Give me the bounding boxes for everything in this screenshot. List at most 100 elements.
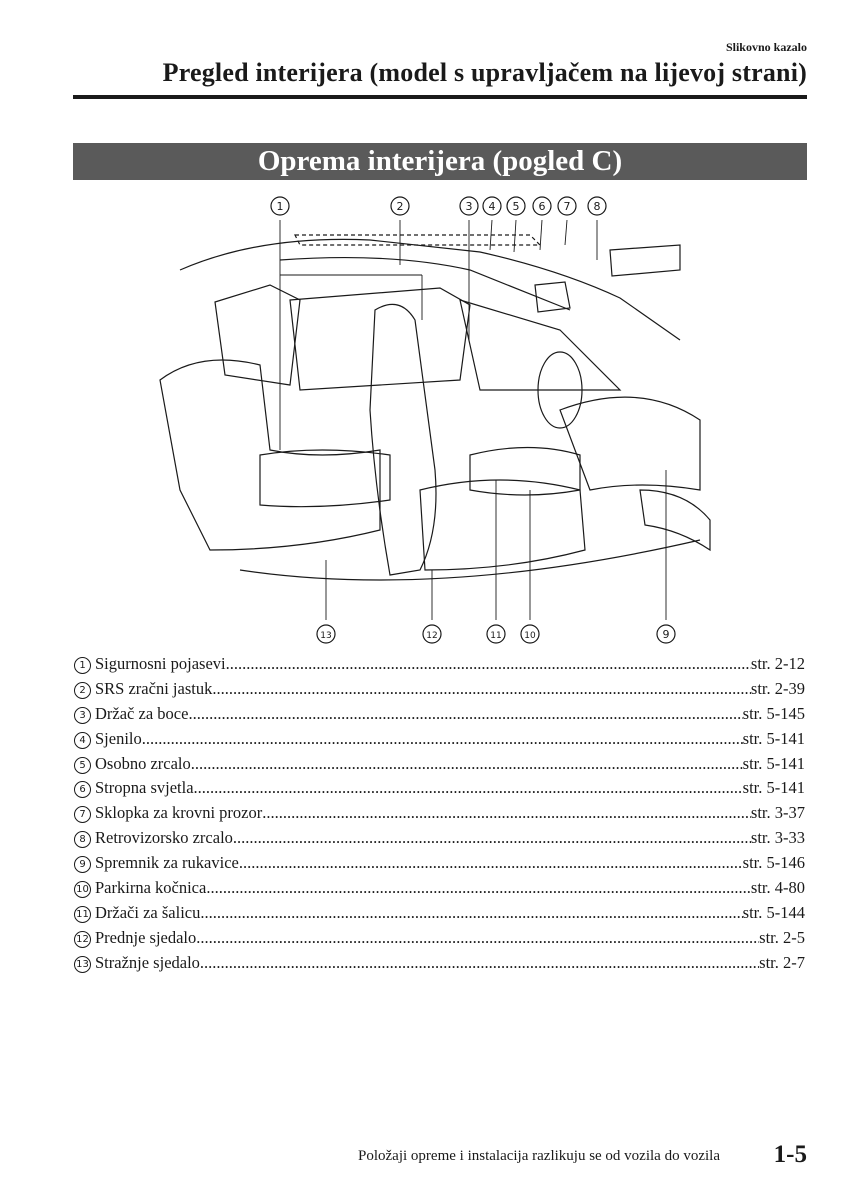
- callout-2-icon: 2: [390, 196, 410, 216]
- callout-3-icon: 3: [459, 196, 479, 216]
- callout-11-icon: 11: [486, 624, 506, 644]
- steering-wheel: [537, 351, 583, 429]
- legend-label: Parkirna kočnica: [95, 878, 207, 898]
- legend-number: 1: [74, 657, 91, 674]
- legend-number: 9: [74, 856, 91, 874]
- page-reference: str. 2-7: [759, 952, 805, 972]
- leader-dots: [142, 729, 743, 749]
- callout-4-icon: 4: [482, 196, 502, 216]
- callout-7-icon: 7: [557, 196, 577, 216]
- roof-outline: [179, 238, 681, 341]
- callout-10-icon: 10: [520, 624, 540, 644]
- page-reference: str. 5-145: [742, 703, 805, 723]
- legend-label: Osobno zrcalo: [95, 753, 191, 773]
- legend-number: 10: [74, 881, 91, 899]
- callout-9-icon: 9: [656, 624, 676, 644]
- page-reference: str. 2-39: [750, 678, 805, 698]
- leader-dots: [262, 803, 751, 823]
- svg-text:4: 4: [489, 200, 496, 213]
- legend-label: Stropna svjetla: [95, 778, 194, 798]
- floor-line: [239, 539, 701, 581]
- leader-dots: [206, 878, 751, 898]
- legend-number: 13: [74, 955, 91, 973]
- leader-dots: [200, 903, 742, 923]
- section-title: Slikovno kazalo: [725, 40, 807, 54]
- callout-12-icon: 12: [422, 624, 442, 644]
- svg-text:10: 10: [524, 631, 536, 641]
- legend-item: 4Sjenilostr. 5-141: [74, 729, 805, 754]
- legend-number: 3: [74, 706, 91, 724]
- legend-label: Držač za boce: [95, 703, 189, 723]
- leader-dots: [212, 679, 751, 699]
- legend-number: 8: [74, 831, 91, 849]
- svg-text:13: 13: [320, 631, 331, 641]
- callout-6-icon: 6: [532, 196, 552, 216]
- svg-text:6: 6: [539, 200, 546, 213]
- legend-label: Retrovizorsko zrcalo: [95, 828, 233, 848]
- legend-number: 5: [74, 756, 91, 774]
- legend-number: 2: [74, 681, 91, 699]
- svg-text:1: 1: [277, 200, 284, 213]
- leader-dots: [226, 654, 751, 674]
- page-reference: str. 5-141: [742, 728, 805, 748]
- sunroof-outline: [294, 234, 542, 246]
- svg-text:3: 3: [466, 200, 473, 213]
- front-seat-cushion: [419, 479, 586, 571]
- leader-dots: [239, 853, 743, 873]
- page-reference: str. 5-144: [742, 902, 805, 922]
- page-reference: str. 5-146: [742, 853, 805, 873]
- rear-window: [214, 284, 301, 386]
- rear-seat-cushion: [259, 449, 391, 508]
- legend-label: Stražnje sjedalo: [95, 952, 200, 972]
- legend-label: SRS zračni jastuk: [95, 678, 213, 698]
- bottom-callouts: 13 12 11 10 9: [316, 624, 676, 644]
- page-reference: str. 2-5: [759, 927, 805, 947]
- page-title: Pregled interijera (model s upravljačem …: [162, 58, 807, 87]
- page-reference: str. 2-12: [750, 654, 805, 673]
- legend-number: 6: [74, 781, 91, 799]
- callout-13-icon: 13: [316, 624, 336, 644]
- legend-number: 12: [74, 930, 91, 948]
- leader-dots: [233, 828, 751, 848]
- front-seat-back: [369, 303, 437, 576]
- legend-label: Držači za šalicu: [95, 902, 201, 922]
- page-reference: str. 4-80: [750, 878, 805, 898]
- callout-8-icon: 8: [587, 196, 607, 216]
- visor-shape: [534, 281, 571, 313]
- legend-number: 7: [74, 806, 91, 824]
- legend-label: Prednje sjedalo: [95, 927, 197, 947]
- svg-text:2: 2: [397, 200, 404, 213]
- callout-5-icon: 5: [506, 196, 526, 216]
- svg-text:12: 12: [426, 631, 437, 641]
- rear-seat: [159, 359, 381, 551]
- leader-dots: [200, 953, 759, 973]
- svg-text:7: 7: [564, 200, 571, 213]
- front-window: [459, 299, 622, 391]
- top-callouts: 1 2 3 4 5 6 7 8: [270, 196, 607, 216]
- page-reference: str. 5-141: [742, 753, 805, 773]
- leader-dots: [191, 754, 743, 774]
- page-reference: str. 5-141: [742, 778, 805, 798]
- svg-text:11: 11: [490, 631, 501, 641]
- page-number: 1-5: [773, 1141, 807, 1168]
- legend-label: Sklopka za krovni prozor: [95, 803, 263, 823]
- glove-box: [639, 489, 711, 552]
- leader-dots: [196, 928, 759, 948]
- svg-text:8: 8: [594, 200, 601, 213]
- callout-1-icon: 1: [270, 196, 290, 216]
- leader-dots: [188, 704, 742, 724]
- side-window: [289, 287, 471, 391]
- legend-label: Sjenilo: [95, 728, 142, 748]
- headliner-line: [279, 256, 571, 311]
